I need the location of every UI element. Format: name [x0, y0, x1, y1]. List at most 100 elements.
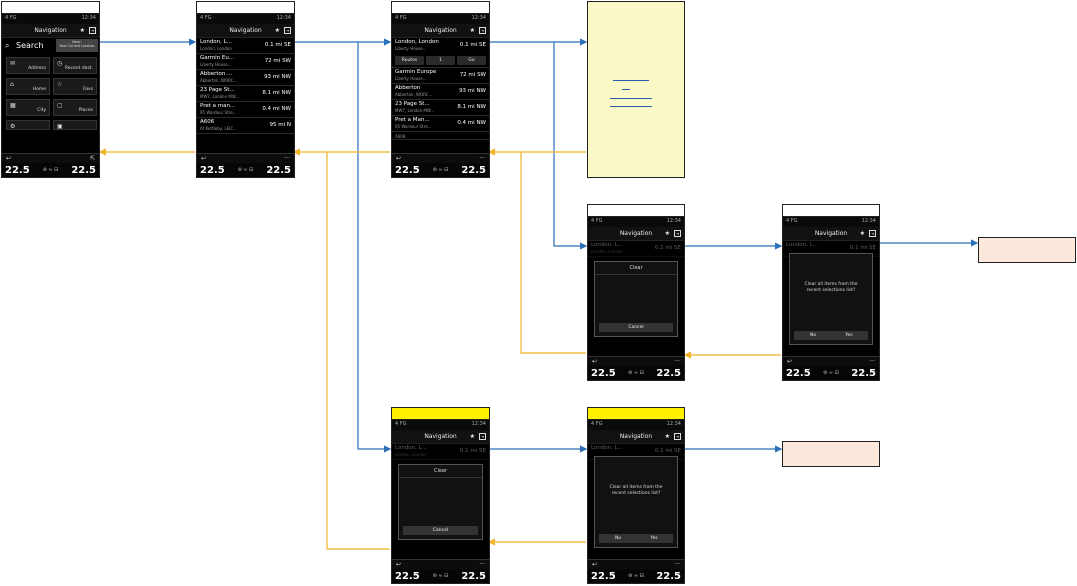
back-icon[interactable]: ↩: [6, 155, 12, 162]
exit-icon[interactable]: ⇥: [479, 27, 486, 34]
search-button[interactable]: Search: [16, 41, 44, 50]
more-icon[interactable]: ···: [869, 358, 875, 365]
more-icon[interactable]: ···: [479, 561, 485, 568]
back-icon[interactable]: ↩: [396, 561, 402, 568]
back-icon[interactable]: ↩: [787, 358, 793, 365]
exit-icon[interactable]: ⇥: [89, 27, 96, 34]
screen-recent-list: 4 FG 12:34 Navigation ★ ⇥ London, L...Londo…: [196, 1, 295, 178]
item-name: London, L...: [200, 39, 232, 45]
exit-icon[interactable]: ⇥: [869, 230, 876, 237]
clear-dialog: Clear Cancel: [594, 261, 678, 337]
dialog-message: Clear all items from the recent selectio…: [609, 485, 663, 496]
star-icon[interactable]: ★: [469, 433, 475, 440]
star-icon[interactable]: ★: [664, 433, 670, 440]
tile-address[interactable]: ✉Address: [6, 57, 50, 74]
temp-left: 22.5: [786, 367, 811, 379]
item-name: 23 Page St...: [200, 87, 235, 93]
route-count-button[interactable]: 1: [426, 56, 455, 65]
exit-icon[interactable]: ⇥: [674, 230, 681, 237]
tile-more-a[interactable]: ⚙: [6, 120, 50, 130]
exit-icon[interactable]: ⇥: [479, 433, 486, 440]
item-distance: 93 mi NW: [264, 74, 291, 80]
star-icon[interactable]: ★: [469, 27, 475, 34]
city-icon: ▦: [10, 102, 16, 109]
screen-title: Navigation: [424, 433, 457, 440]
more-icon[interactable]: ···: [674, 561, 680, 568]
star-icon[interactable]: ★: [274, 27, 280, 34]
screen-title: Navigation: [814, 230, 848, 237]
back-icon[interactable]: ↩: [201, 155, 207, 162]
list-item[interactable]: 23 Page St...MW7, London MW...8.1 mi NW: [392, 100, 489, 116]
back-icon[interactable]: ↩: [592, 561, 598, 568]
note-link-line: [610, 98, 652, 99]
clock: 12:34: [471, 15, 486, 21]
tile-recent-dest[interactable]: ◷Recent dest.: [53, 57, 97, 74]
yes-button[interactable]: Yes: [830, 331, 868, 340]
tile-more-b[interactable]: ▣: [53, 120, 97, 130]
clock: 12:34: [666, 218, 681, 224]
item-address: Abberton, WORC...: [395, 92, 433, 97]
near-value: Near Current Location: [59, 44, 95, 48]
exit-icon[interactable]: ⇥: [284, 27, 291, 34]
dialog-title: Clear: [399, 465, 482, 478]
more-icon[interactable]: ···: [284, 155, 290, 162]
near-location-button[interactable]: Near: Near Current Location: [56, 39, 98, 52]
tile-city[interactable]: ▦ City: [6, 99, 50, 116]
item-address: At Kettleby, LEIC...: [200, 126, 238, 131]
screen-title: Navigation: [424, 27, 457, 34]
tile-places[interactable]: ▢Places: [53, 99, 97, 116]
climate-bar: 22.5⊜ ≈ ⊟22.5: [197, 163, 294, 177]
star-icon[interactable]: ★: [859, 230, 865, 237]
more-icon[interactable]: ···: [674, 358, 680, 365]
clock-icon: ◷: [57, 60, 63, 67]
go-button[interactable]: Go: [457, 56, 486, 65]
climate-icons: ⊜ ≈ ⊟: [432, 573, 449, 579]
temp-left: 22.5: [591, 570, 616, 582]
list-item[interactable]: Pret a man...95 Wardour Stre...0.4 mi NW: [197, 102, 294, 118]
temp-right: 22.5: [71, 164, 96, 176]
list-item[interactable]: Abberton ...Abberton, WORC...93 mi NW: [197, 70, 294, 86]
clock: 12:34: [276, 15, 291, 21]
map-icon[interactable]: ⇱: [89, 155, 95, 162]
title-bar: Navigation ★ ⇥: [197, 24, 294, 38]
list-item[interactable]: Garmin Eu...Liberty House...72 mi SW: [197, 54, 294, 70]
item-name: London, L...: [786, 242, 818, 248]
yes-button[interactable]: Yes: [635, 534, 673, 543]
cancel-button[interactable]: Cancel: [599, 323, 673, 332]
list-item[interactable]: 23 Page St...MW7, London MW...8.1 mi NW: [197, 86, 294, 102]
title-bar: Navigation ★ ⇥: [783, 227, 879, 241]
search-icon: ⌕: [5, 41, 10, 50]
temp-right: 22.5: [851, 367, 876, 379]
screen-title: Navigation: [229, 27, 262, 34]
tile-favs[interactable]: ☆Favs: [53, 78, 97, 95]
cancel-button[interactable]: Cancel: [403, 526, 478, 535]
tile-home[interactable]: ⌂Home: [6, 78, 50, 95]
more-icon[interactable]: ···: [479, 155, 485, 162]
star-icon[interactable]: ★: [664, 230, 670, 237]
item-name: Garmin Europe: [395, 69, 437, 75]
list-item[interactable]: Pret a Man...95 Wardour Stre...0.4 mi NW: [392, 116, 489, 132]
note-link-line: [610, 106, 652, 107]
tile-label: City: [37, 108, 46, 113]
star-icon[interactable]: ★: [79, 27, 85, 34]
climate-bar: 22.5⊜ ≈ ⊟22.5: [392, 569, 489, 583]
signal-text: 4 FG: [200, 15, 212, 21]
list-item-partial[interactable]: A606: [392, 132, 489, 140]
routes-button[interactable]: Routes: [395, 56, 424, 65]
no-button[interactable]: No: [794, 331, 832, 340]
temp-left: 22.5: [200, 164, 225, 176]
climate-icons: ⊜ ≈ ⊟: [823, 370, 839, 376]
climate-icons: ⊜ ≈ ⊟: [432, 167, 449, 173]
no-button[interactable]: No: [599, 534, 637, 543]
exit-icon[interactable]: ⇥: [674, 433, 681, 440]
back-icon[interactable]: ↩: [396, 155, 402, 162]
back-icon[interactable]: ↩: [592, 358, 598, 365]
